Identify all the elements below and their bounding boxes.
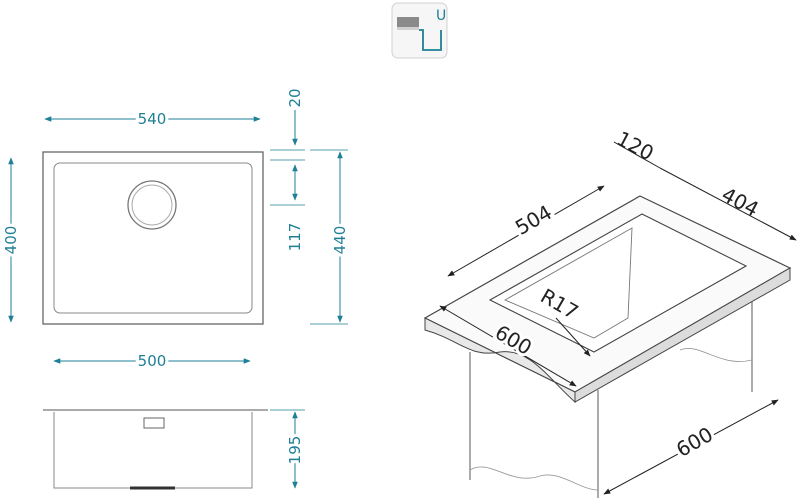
cabinet-break-right bbox=[679, 348, 753, 362]
dim-line-back-depth bbox=[613, 141, 661, 169]
cabinet-break-left bbox=[469, 466, 599, 491]
side-bowl-outline bbox=[53, 412, 253, 489]
dim-total-height: 440 bbox=[331, 226, 349, 255]
sink-bowl-outline bbox=[53, 162, 253, 314]
dim-outer-height: 400 bbox=[2, 226, 20, 255]
dim-cut-depth: 404 bbox=[718, 182, 763, 221]
dim-line-cabinet-width bbox=[603, 399, 779, 495]
undermount-icon: U bbox=[391, 2, 448, 59]
dim-drain-offset: 117 bbox=[286, 223, 304, 252]
top-view: 540 500 400 20 117 440 bbox=[0, 88, 352, 373]
dim-outer-width: 540 bbox=[138, 110, 167, 128]
dim-line-cut-depth bbox=[659, 167, 797, 241]
dim-inner-width: 500 bbox=[138, 352, 167, 370]
sink-outer-rim bbox=[42, 151, 264, 325]
isometric-view: 120 404 504 R17 600 600 bbox=[423, 126, 797, 498]
countertop-side-edge bbox=[574, 267, 791, 403]
dim-depth: 195 bbox=[286, 436, 304, 465]
dim-cut-width: 504 bbox=[511, 200, 556, 240]
drain-outer-ring bbox=[127, 180, 177, 230]
dim-cabinet-width: 600 bbox=[672, 422, 717, 462]
dim-back-depth: 120 bbox=[613, 126, 658, 165]
dim-line-cut-width bbox=[447, 185, 605, 277]
side-view: 195 bbox=[43, 409, 307, 490]
side-overflow-slot bbox=[143, 417, 165, 429]
drain-inner-ring bbox=[131, 184, 173, 226]
mount-type-label: U bbox=[436, 8, 446, 24]
dim-line-front-width bbox=[439, 305, 577, 387]
dim-rim: 20 bbox=[286, 88, 304, 107]
